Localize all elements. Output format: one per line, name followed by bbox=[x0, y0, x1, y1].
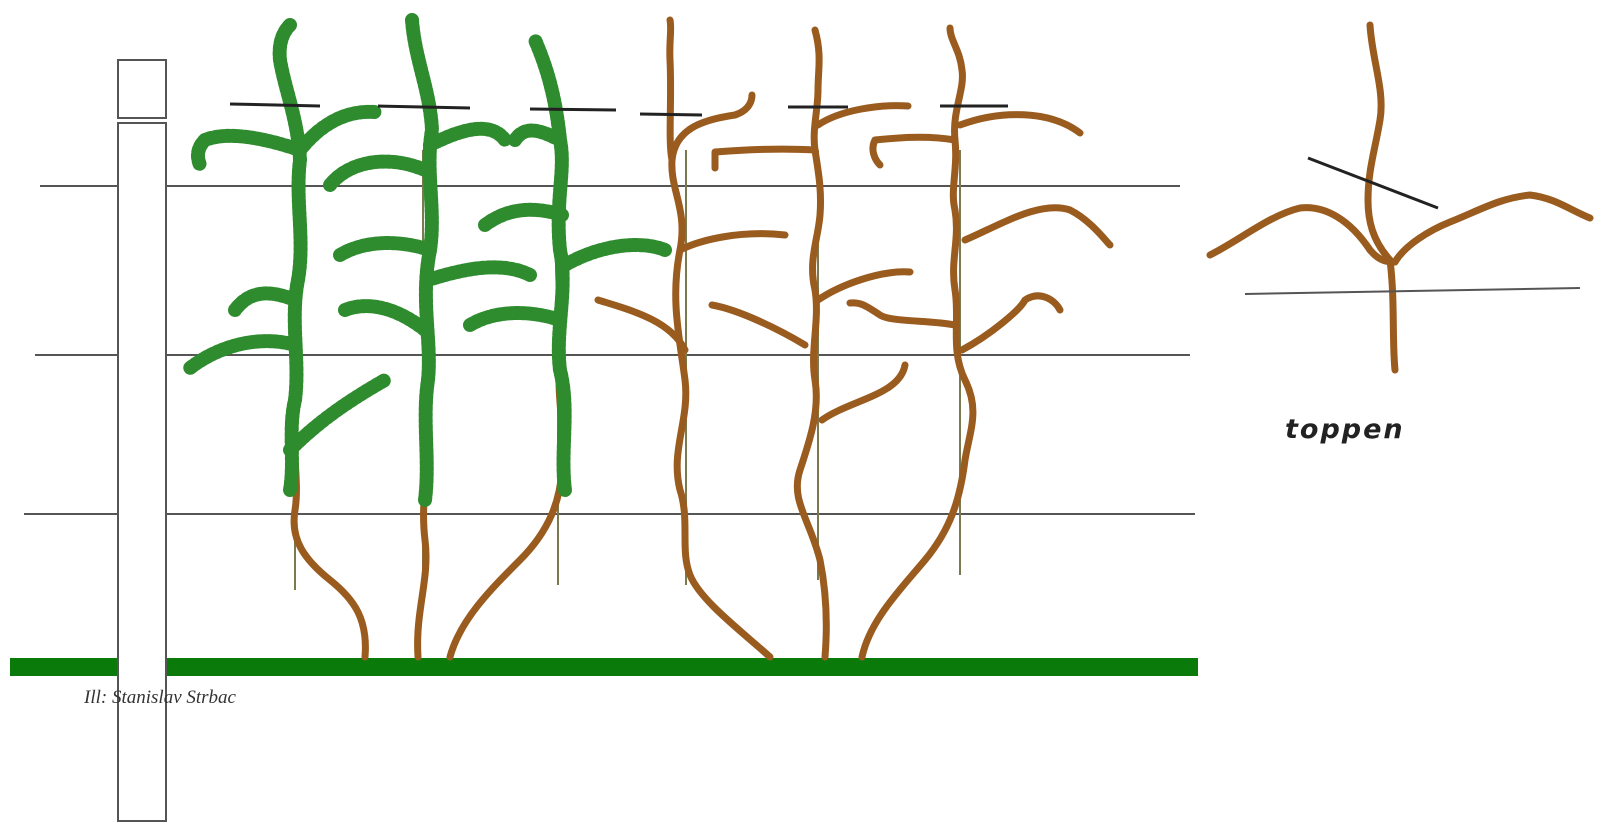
vine-foliage bbox=[428, 267, 530, 280]
vine-foliage bbox=[340, 243, 430, 255]
vine-cane bbox=[822, 365, 905, 420]
vine-cane bbox=[960, 115, 1080, 133]
post-body bbox=[118, 123, 166, 821]
topping-cut-mark bbox=[530, 109, 616, 110]
ground-line bbox=[10, 658, 1198, 676]
illustrator-credit: Ill: Stanislav Strbac bbox=[84, 687, 236, 709]
vine-foliage bbox=[470, 313, 560, 325]
vine-cane bbox=[962, 296, 1060, 350]
vine-cane bbox=[712, 305, 805, 345]
topping-cut-mark bbox=[378, 106, 470, 108]
vine-foliage bbox=[290, 380, 385, 450]
vine-foliage bbox=[515, 131, 560, 140]
vine-cane bbox=[715, 149, 815, 168]
post-cap bbox=[118, 60, 166, 118]
vine-foliage bbox=[198, 136, 300, 165]
topping-cut-mark bbox=[230, 104, 320, 106]
vine-cane bbox=[862, 28, 973, 657]
vine-cane bbox=[598, 300, 685, 350]
vine-cane bbox=[1368, 25, 1395, 370]
topping-cut-mark bbox=[640, 114, 702, 115]
topping-label: toppen bbox=[1285, 414, 1405, 445]
vine-cane bbox=[873, 137, 955, 165]
vine-foliage bbox=[330, 162, 425, 185]
vine-cane bbox=[965, 208, 1110, 245]
vine-cane bbox=[818, 106, 908, 125]
vine-cane bbox=[850, 303, 955, 325]
vine-foliage bbox=[235, 293, 295, 310]
vine-foliage bbox=[430, 129, 505, 145]
topping-detail bbox=[1245, 158, 1580, 294]
vine-cane bbox=[1395, 195, 1590, 262]
support-stakes bbox=[295, 150, 960, 590]
vine-foliage bbox=[485, 210, 562, 225]
vine-foliage bbox=[345, 306, 425, 330]
vine-foliage bbox=[280, 25, 301, 490]
foliage bbox=[190, 20, 665, 500]
vine-cane bbox=[680, 234, 785, 250]
vine-cane bbox=[818, 272, 910, 300]
brown-canes bbox=[294, 20, 1590, 657]
vine-foliage bbox=[565, 245, 665, 265]
trellis-wire-detail bbox=[1245, 288, 1580, 294]
vine-foliage bbox=[412, 20, 432, 500]
vine-foliage bbox=[300, 112, 375, 150]
trellis-wires bbox=[24, 186, 1195, 514]
ground-strip bbox=[10, 658, 1198, 676]
